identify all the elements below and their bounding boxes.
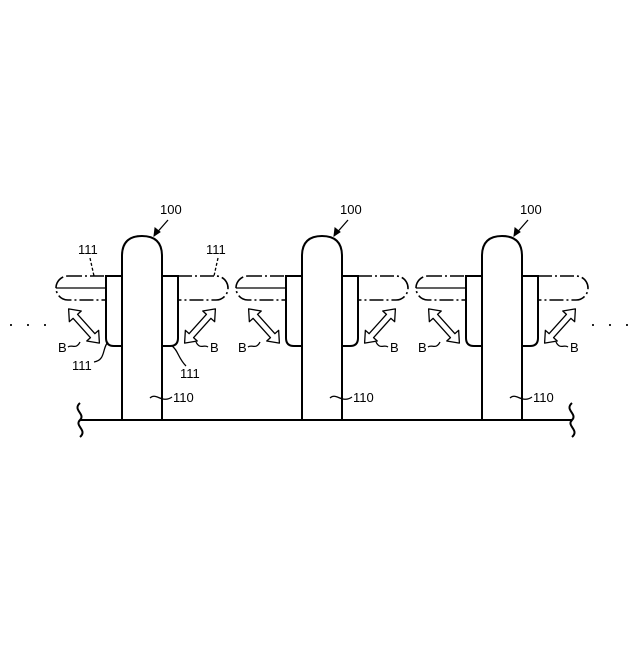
leader-b-left <box>68 342 80 347</box>
leader-b-right <box>556 342 568 347</box>
fin-unit: 100 110 B B <box>236 202 408 420</box>
arrow-label-b-left: B <box>418 340 427 355</box>
fin-right <box>162 276 178 346</box>
double-arrow-shape <box>63 304 106 349</box>
fin-label-111-top-left: 111 <box>78 242 98 257</box>
reference-label-100: 100 <box>340 202 362 217</box>
post <box>122 236 162 420</box>
leader-111-top-left <box>90 258 94 276</box>
arrow-label-b-right: B <box>390 340 399 355</box>
fin-unit: 100 110 B B <box>416 202 588 420</box>
leader-b-left <box>428 342 440 347</box>
post <box>302 236 342 420</box>
fin-label-111-bottom-right: 111 <box>180 366 200 381</box>
double-arrow-shape <box>423 304 466 349</box>
leader-b-right <box>376 342 388 347</box>
fin-left <box>286 276 302 346</box>
rotation-arrow-left <box>423 304 466 349</box>
post-label-110: 110 <box>533 390 554 405</box>
fin-left <box>106 276 122 346</box>
double-arrow-shape <box>243 304 286 349</box>
arrow-label-b-right: B <box>570 340 579 355</box>
leader-111-top-right <box>214 258 218 276</box>
post-label-110: 110 <box>173 390 194 405</box>
fin-left <box>466 276 482 346</box>
leader-111-bottom-right <box>172 346 186 366</box>
unit-group: 100 110 B B 111 111 111 111 100 110 B B 100 110 B B <box>56 202 588 420</box>
reference-label-100: 100 <box>520 202 542 217</box>
reference-label-100: 100 <box>160 202 182 217</box>
continuation-dots-right: · · · <box>590 314 633 334</box>
continuation-dots-left: · · · <box>8 314 51 334</box>
fin-label-111-bottom-left: 111 <box>72 358 92 373</box>
leader-b-right <box>196 342 208 347</box>
post-label-110: 110 <box>353 390 374 405</box>
arrow-label-b-left: B <box>238 340 247 355</box>
fin-right <box>342 276 358 346</box>
leader-b-left <box>248 342 260 347</box>
rotation-arrow-left <box>63 304 106 349</box>
post <box>482 236 522 420</box>
fin-unit: 100 110 B B 111 111 111 111 <box>56 202 228 420</box>
rotation-arrow-left <box>243 304 286 349</box>
arrow-label-b-right: B <box>210 340 219 355</box>
fin-right <box>522 276 538 346</box>
leader-111-bottom-left <box>94 342 108 362</box>
arrow-label-b-left: B <box>58 340 67 355</box>
fin-label-111-top-right: 111 <box>206 242 226 257</box>
